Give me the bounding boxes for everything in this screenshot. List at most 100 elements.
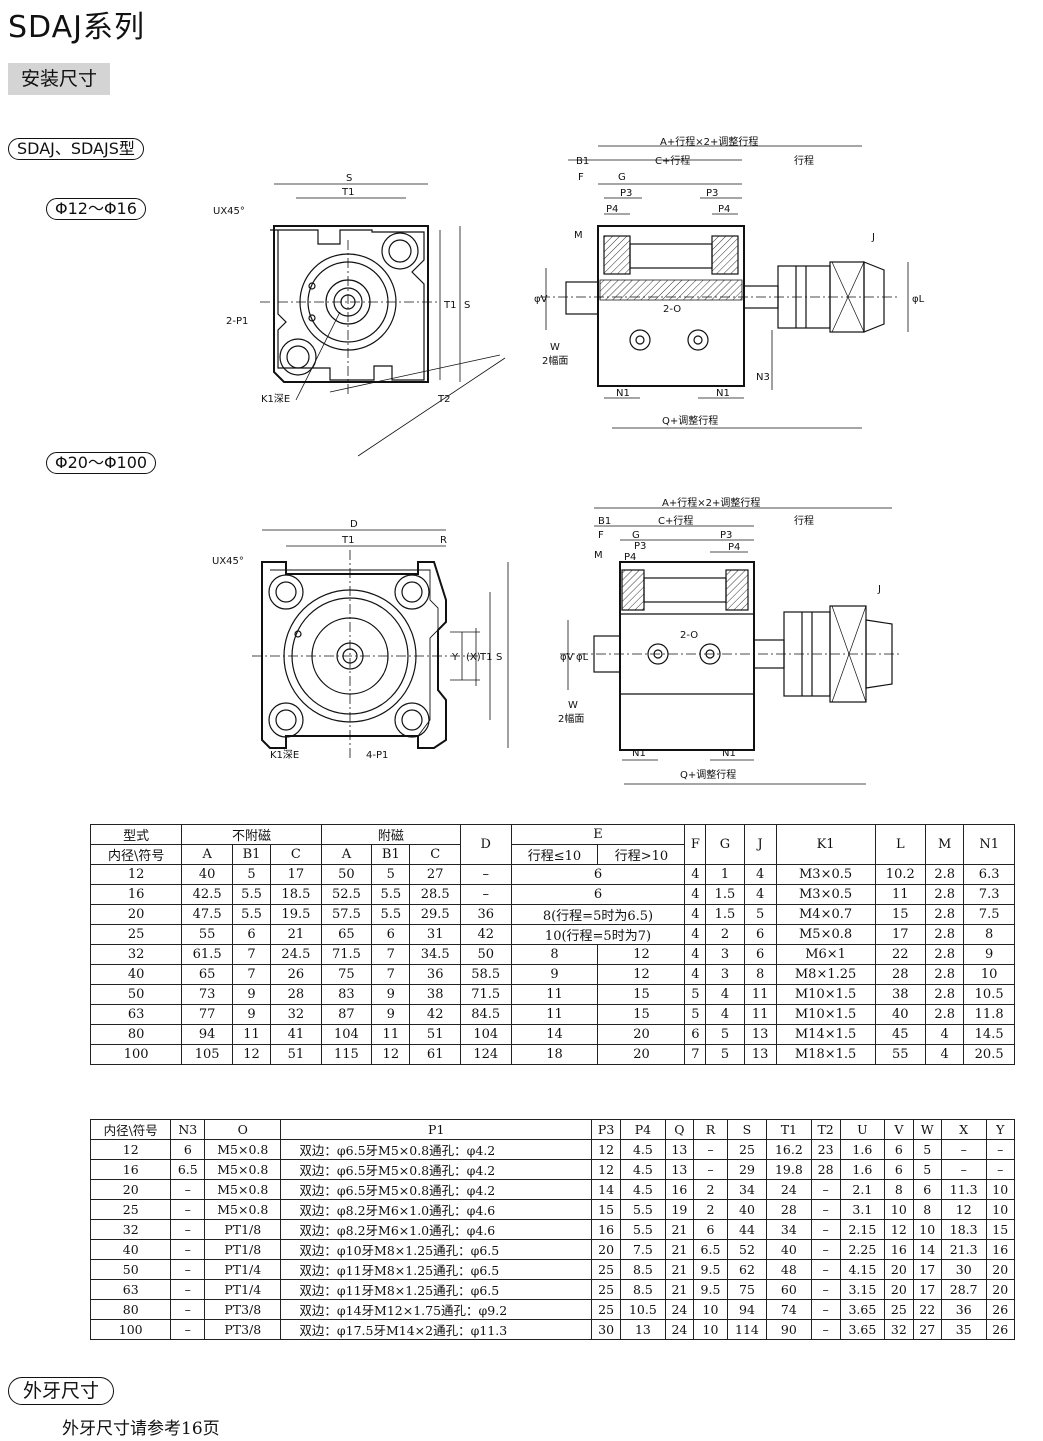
table-cell: 12 [89, 1139, 172, 1160]
table-cell: 5 [231, 864, 272, 885]
table-cell: 4 [684, 864, 707, 885]
table-cell: 6 [371, 924, 411, 945]
table-cell: M5×0.8 [204, 1159, 282, 1180]
table-cell: 75 [726, 1279, 768, 1300]
table-cell: 15 [597, 984, 686, 1005]
technical-drawings: S T1 UX45° 2-P1 K1深E T1 S T2 A+行程×2+调整行程… [212, 135, 925, 785]
dim-l: φL [912, 294, 925, 305]
dim-c-2: C+行程 [658, 514, 693, 527]
table-cell: 6 [884, 1159, 914, 1180]
table-cell: 90 [766, 1319, 812, 1340]
table-cell: 14.5 [963, 1024, 1015, 1045]
table-cell: 30 [591, 1319, 622, 1340]
table-cell: 10 [985, 1199, 1015, 1220]
table-cell: 9 [231, 1004, 272, 1025]
table-cell: 20 [985, 1259, 1015, 1280]
table-cell: 4.5 [620, 1159, 666, 1180]
table-cell: 双边：φ8.2牙M6×1.0通孔：φ4.6 [280, 1219, 593, 1240]
table-cell: – [940, 1139, 987, 1160]
table-cell: 10(行程=5时为7) [510, 924, 686, 945]
table-cell: 26 [270, 964, 322, 985]
table-cell: 双边：φ6.5牙M5×0.8通孔：φ4.2 [280, 1139, 593, 1160]
table-cell: 114 [726, 1319, 768, 1340]
table-cell: 28 [874, 964, 927, 985]
table-cell: 19.5 [270, 904, 322, 925]
table-cell: 25 [884, 1299, 914, 1320]
table-header-cell: T2 [810, 1119, 841, 1140]
table-cell: 7 [684, 1044, 707, 1065]
table-cell: 6 [170, 1139, 206, 1160]
table-header-cell: R [693, 1119, 728, 1140]
table-cell: 2.8 [925, 944, 965, 965]
table-cell: 2.8 [925, 884, 965, 905]
table-cell: – [170, 1239, 206, 1260]
table-cell: 24 [664, 1299, 695, 1320]
table-cell: 2.8 [925, 864, 965, 885]
table-cell: 2.8 [925, 904, 965, 925]
dim-n1a-2: N1 [632, 748, 646, 759]
th-c2: C [409, 844, 461, 865]
table-cell: 12 [940, 1199, 987, 1220]
table-cell: 71.5 [320, 944, 373, 965]
table-cell: 71.5 [459, 984, 512, 1005]
table-cell: 27 [912, 1319, 942, 1340]
table-cell: 115 [320, 1044, 373, 1065]
table-cell: 44 [726, 1219, 768, 1240]
table-cell: 47.5 [181, 904, 233, 925]
table-cell: 36 [940, 1299, 987, 1320]
th-c: C [270, 844, 322, 865]
dim-g: G [618, 172, 626, 183]
th-g: G [705, 824, 745, 865]
dim-f: F [578, 172, 584, 183]
table-cell: 51 [409, 1024, 461, 1045]
table-cell: 10 [693, 1319, 728, 1340]
table-cell: 83 [320, 984, 373, 1005]
range-label-large: Φ20～Φ100 [46, 452, 157, 474]
table-cell: 32 [89, 1219, 172, 1240]
table-cell: 58.5 [459, 964, 512, 985]
table-cell: 23 [810, 1139, 841, 1160]
dim-s: S [346, 173, 352, 184]
table-cell: 2.8 [925, 1004, 965, 1025]
dim-t2: T2 [437, 394, 450, 405]
table-cell: 55 [874, 1044, 927, 1065]
table-header-cell: Y [985, 1119, 1015, 1140]
table-cell: 双边：φ10牙M8×1.25通孔：φ6.5 [280, 1239, 593, 1260]
table-cell: 60 [766, 1279, 812, 1300]
table-cell: 28 [766, 1199, 812, 1220]
table-cell: 5.5 [231, 904, 272, 925]
table-header-cell: P1 [280, 1119, 593, 1140]
table-cell: – [170, 1299, 206, 1320]
table-cell: 14 [591, 1179, 622, 1200]
dim-t1-v: T1 [443, 300, 456, 311]
table-cell: M5×0.8 [204, 1139, 282, 1160]
table-cell: 21 [664, 1279, 695, 1300]
table-cell: 25 [591, 1259, 622, 1280]
table-cell: 2 [705, 924, 745, 945]
table-cell: PT3/8 [204, 1319, 282, 1340]
table-cell: 19.8 [766, 1159, 812, 1180]
table-cell: – [985, 1139, 1015, 1160]
table-cell: 25 [726, 1139, 768, 1160]
table-cell: 9 [371, 1004, 411, 1025]
table-cell: – [693, 1159, 728, 1180]
table-cell: 10 [985, 1179, 1015, 1200]
table-header-cell: P4 [620, 1119, 666, 1140]
table-cell: 5 [684, 984, 707, 1005]
th-nomag: 不附磁 [181, 824, 322, 845]
dim-j: J [871, 232, 875, 243]
table-cell: 4 [743, 884, 777, 905]
table-cell: 48 [766, 1259, 812, 1280]
table-cell: 18.5 [270, 884, 322, 905]
table-cell: PT3/8 [204, 1299, 282, 1320]
table-cell: 5 [705, 1044, 745, 1065]
table-cell: 13 [743, 1024, 777, 1045]
table-cell: 25 [591, 1299, 622, 1320]
dim-g-2: G [632, 530, 640, 541]
page-title: SDAJ系列 [8, 10, 145, 45]
table-cell: 61 [409, 1044, 461, 1065]
